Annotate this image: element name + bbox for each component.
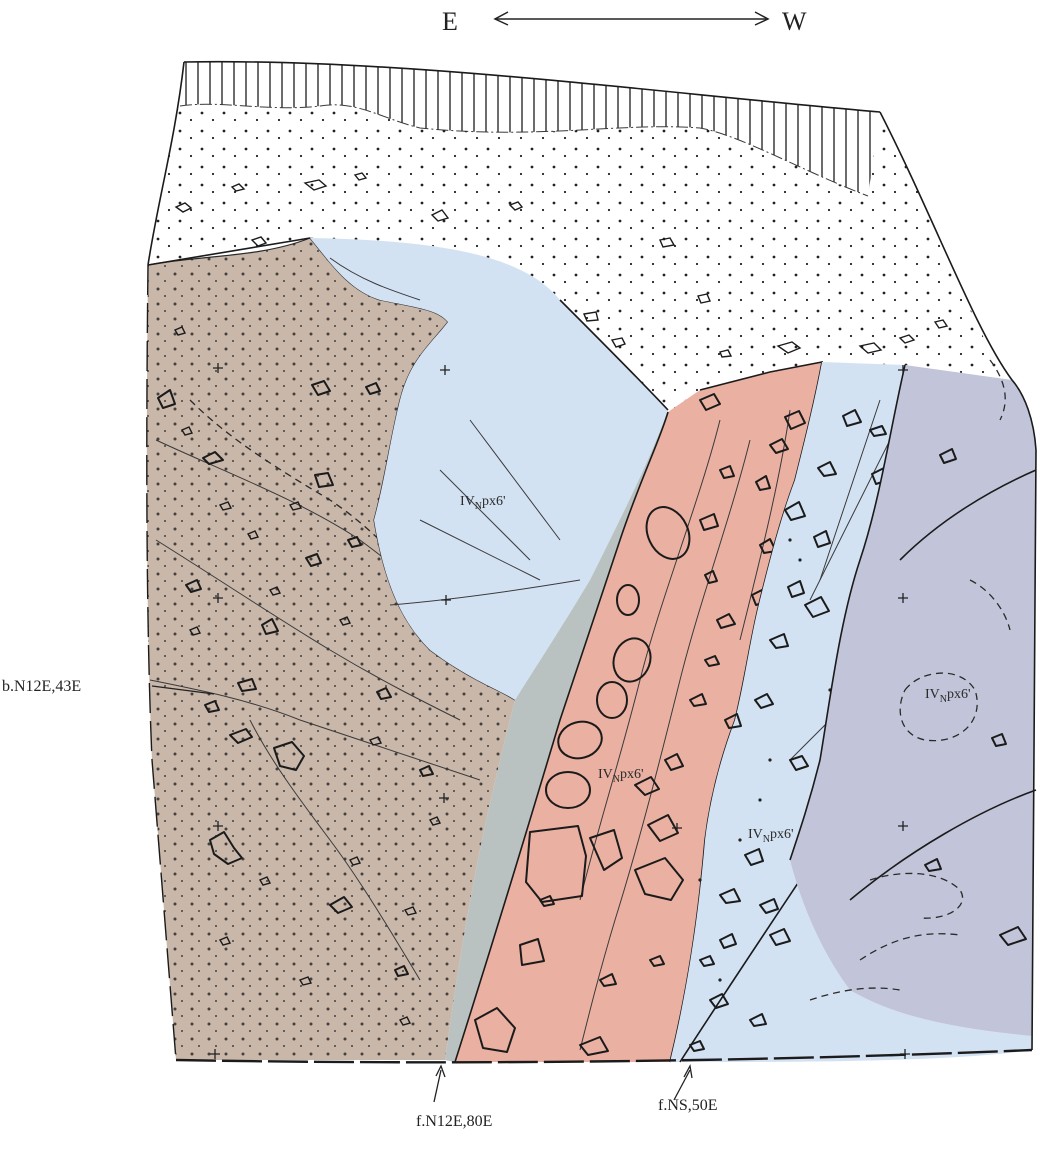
bedding-label: b.N12E,43E: [2, 678, 81, 695]
orientation-indicator: E W: [442, 7, 807, 36]
west-label: W: [782, 7, 807, 36]
fault-ns-label: f.NS,50E: [658, 1097, 718, 1114]
fault-ns-arrow: [674, 1070, 690, 1100]
east-label: E: [442, 7, 458, 36]
fault-main-label: f.N12E,80E: [416, 1113, 492, 1130]
fault-main-arrow: [434, 1070, 441, 1102]
